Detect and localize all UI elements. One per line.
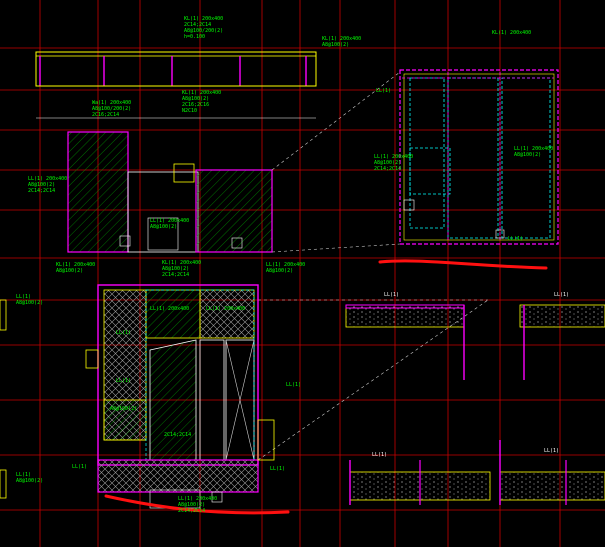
label-lower-left-tag: KL(1) 200x400 bbox=[56, 262, 95, 268]
label-top-beam-tag: KL(1) 200x400 bbox=[184, 16, 223, 22]
label-bottom-bars: 2C14;2C14 bbox=[178, 508, 205, 514]
label-lower-right-tag: LL(1) 200x400 bbox=[266, 262, 305, 268]
label-inner-tag-b: LL(1) 200x400 bbox=[150, 306, 189, 312]
label-lower-left-rebar: A8@100(2) bbox=[56, 268, 83, 274]
label-shaft-rebar: A8@100(2) bbox=[150, 224, 177, 230]
label-zoom-mid-bars: 2C14;2C14 bbox=[374, 166, 401, 172]
label-lower-right-rebar: A8@100(2) bbox=[266, 268, 293, 274]
label-left-side-bars: 2C14;2C14 bbox=[28, 188, 55, 194]
label-inner-tag-c: LL(1) bbox=[116, 330, 131, 336]
label-upper-mid-note: N2C10 bbox=[182, 108, 197, 114]
label-inner-rebar: A8@100(2) bbox=[110, 406, 137, 412]
label-inner-small: LL(1) bbox=[116, 378, 131, 384]
label-slab-tag-4: LL(1) bbox=[544, 448, 559, 454]
label-edge-bottom-rebar: A8@100(2) bbox=[16, 478, 43, 484]
label-top-right-rebar: A8@100(2) bbox=[322, 42, 349, 48]
label-slab-tag-2: LL(1) bbox=[554, 292, 569, 298]
label-top-beam-rebar-b: A8@100/200(2) bbox=[184, 28, 223, 34]
label-zoom-right-rebar: A8@100(2) bbox=[514, 152, 541, 158]
label-inner-bars: 2C14;2C14 bbox=[164, 432, 191, 438]
label-left-side-tag: LL(1) 200x400 bbox=[28, 176, 67, 182]
label-shaft-tag: LL(1) 200x400 bbox=[150, 218, 189, 224]
label-zoom-mid-tag: LL(1) 200x400 bbox=[374, 154, 413, 160]
label-top-beam-rebar-a: 2C14;2C14 bbox=[184, 22, 211, 28]
zoom-detail-plan[interactable] bbox=[399, 69, 559, 245]
label-lower-mid-note: 2C14;2C14 bbox=[162, 272, 189, 278]
label-zoom-right-tag: LL(1) 200x400 bbox=[514, 146, 553, 152]
callout-leaders bbox=[257, 71, 489, 461]
label-upper-wall-tag: Wa(1) 200x400 bbox=[92, 100, 131, 106]
label-slab-tag-1: LL(1) bbox=[384, 292, 399, 298]
label-zoom-tag: KL(1) 200x400 bbox=[492, 30, 531, 36]
label-upper-wall-bars: 2C16;2C14 bbox=[92, 112, 119, 118]
label-left-side-rebar: A8@100(2) bbox=[28, 182, 55, 188]
label-upper-wall-rebar: A8@100/200(2) bbox=[92, 106, 131, 112]
lower-main-plan[interactable] bbox=[85, 284, 275, 509]
label-lower-mid-rebar: A8@100(2) bbox=[162, 266, 189, 272]
label-inner-tag-a: LL(1) 200x400 bbox=[206, 306, 245, 312]
label-zoom-left-tag: LL(1) bbox=[376, 88, 391, 94]
label-top-right-tag: KL(1) 200x400 bbox=[322, 36, 361, 42]
label-slab-tag-3: LL(1) bbox=[372, 452, 387, 458]
label-upper-mid-bars: 2C16;2C16 bbox=[182, 102, 209, 108]
label-elev-tag-1: LL(1) bbox=[286, 382, 301, 388]
label-upper-mid-tag: KL(1) 200x400 bbox=[182, 90, 221, 96]
label-top-beam-note: h=0.100 bbox=[184, 34, 205, 40]
label-lower-mid-tag: KL(1) 200x400 bbox=[162, 260, 201, 266]
label-edge-bottom-tag: LL(1) bbox=[16, 472, 31, 478]
label-elev-tag-2: LL(1) bbox=[270, 466, 285, 472]
label-edge-left-tag: LL(1) bbox=[16, 294, 31, 300]
label-upper-mid-rebar: A8@100(2) bbox=[182, 96, 209, 102]
upper-plan-left[interactable] bbox=[67, 131, 273, 253]
section-slabs[interactable] bbox=[0, 299, 605, 505]
label-edge-left-rebar: A8@100(2) bbox=[16, 300, 43, 306]
label-zoom-mid-rebar: A8@100(2) bbox=[374, 160, 401, 166]
label-elev-tag-3: LL(1) bbox=[72, 464, 87, 470]
top-beam-elevation[interactable] bbox=[35, 51, 317, 119]
label-zoom-bottom-tag: LL(1) bbox=[508, 236, 523, 242]
red-markup-underline bbox=[104, 259, 548, 515]
label-bottom-tag: LL(1) 200x400 bbox=[178, 496, 217, 502]
label-bottom-rebar: A8@100(2) bbox=[178, 502, 205, 508]
